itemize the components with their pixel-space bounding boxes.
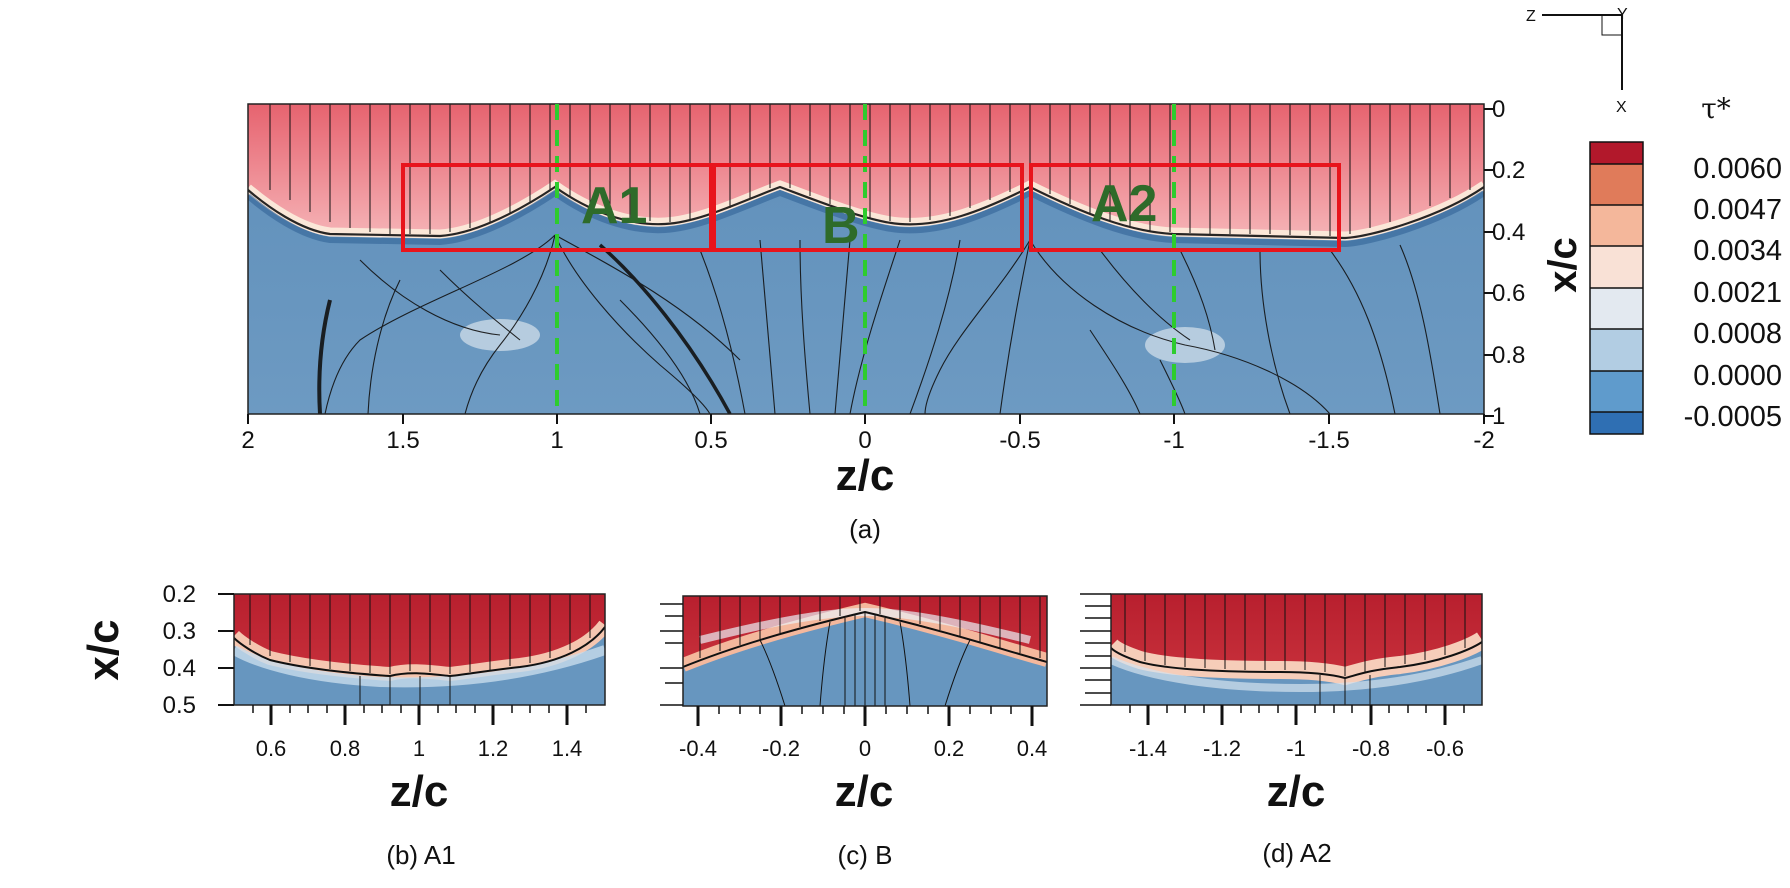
legend-swatch: [1590, 205, 1643, 246]
panel-c-xtick: 0: [859, 736, 871, 761]
panel-d-xtick: -0.6: [1426, 736, 1464, 761]
panel-b-ylabel: x/c: [79, 619, 128, 680]
panel-b-ytick: 0.4: [163, 655, 196, 682]
orientation-y-label: Y: [1617, 6, 1628, 23]
region-label-b: B: [822, 197, 860, 255]
panel-a-ytick: 1: [1492, 403, 1505, 430]
panel-a-xtick: -0.5: [999, 427, 1040, 454]
panel-d-xtick: -1.4: [1129, 736, 1167, 761]
region-label-a1: A1: [581, 177, 647, 235]
panel-b-xtick: 0.6: [256, 736, 287, 761]
panel-a-region-boxes: [401, 163, 1341, 252]
orientation-x-label: X: [1616, 99, 1627, 116]
legend-value: 0.0008: [1693, 318, 1782, 350]
panel-a-xtick: -1.5: [1308, 427, 1349, 454]
panel-a-ytick: 0.4: [1492, 219, 1525, 246]
panel-a: A1 B A2 0 0.2 0.4 0.6 0.8 1 x/c 2 1.5 1 …: [241, 96, 1585, 544]
panel-b-xtick: 1: [413, 736, 425, 761]
panel-a-ytick: 0: [1492, 96, 1505, 123]
legend-value: 0.0034: [1693, 235, 1782, 267]
orientation-z-label: Z: [1526, 8, 1536, 25]
panel-a-xlabel: z/c: [836, 451, 895, 500]
panel-c: -0.4 -0.2 0 0.2 0.4 z/c (c) B: [660, 595, 1048, 870]
panel-c-xtick: -0.2: [762, 736, 800, 761]
panel-b-xlabel: z/c: [390, 767, 449, 816]
panel-b-ytick: 0.2: [163, 581, 196, 608]
panel-a-xtick: 1: [550, 427, 563, 454]
region-box-b: [712, 163, 1024, 252]
region-box-a2: [1029, 163, 1341, 252]
panel-a-xtick: 0: [858, 427, 871, 454]
legend-value: 0.0060: [1693, 153, 1782, 185]
panel-b-xtick: 0.8: [330, 736, 361, 761]
legend-value: 0.0000: [1693, 360, 1782, 392]
legend-swatch: [1590, 288, 1643, 329]
panel-c-xtick: 0.2: [934, 736, 965, 761]
panel-a-xtick: -2: [1473, 427, 1494, 454]
panel-a-xtick: 0.5: [694, 427, 727, 454]
panel-c-caption: (c) B: [838, 840, 893, 870]
panel-d-xlabel: z/c: [1267, 767, 1326, 816]
legend-swatch: [1590, 142, 1643, 164]
panel-b-xtick: 1.4: [552, 736, 583, 761]
panel-a-x-ticks: [247, 414, 1485, 424]
colorbar-legend: τ* 0.0060 0.0047 0.0034 0.0021 0.0008 0.…: [1589, 92, 1782, 435]
legend-value: 0.0047: [1693, 194, 1782, 226]
panel-a-xtick: -1: [1163, 427, 1184, 454]
panel-a-ylabel: x/c: [1541, 237, 1585, 293]
legend-swatch: [1590, 164, 1643, 205]
legend-swatch: [1590, 371, 1643, 412]
orientation-axes-icon: Z Y X: [1526, 6, 1628, 116]
legend-swatch: [1590, 412, 1643, 434]
region-box-a1: [401, 163, 713, 252]
panel-c-xtick: 0.4: [1017, 736, 1048, 761]
legend-swatch: [1590, 246, 1643, 288]
legend-value: 0.0021: [1693, 277, 1782, 309]
panel-a-xtick: 1.5: [386, 427, 419, 454]
panel-a-ytick: 0.2: [1492, 157, 1525, 184]
panel-b: 0.2 0.3 0.4 0.5 x/c 0.6 0.8 1 1.2 1.4 z/…: [79, 581, 606, 870]
panel-a-caption: (a): [849, 514, 881, 544]
panel-a-xtick: 2: [241, 427, 254, 454]
panel-b-xtick: 1.2: [478, 736, 509, 761]
panel-c-xlabel: z/c: [835, 767, 894, 816]
panel-b-ytick: 0.3: [163, 618, 196, 645]
panel-c-xtick: -0.4: [679, 736, 717, 761]
legend-title: τ*: [1701, 92, 1731, 125]
region-label-a2: A2: [1091, 175, 1157, 233]
panel-b-caption: (b) A1: [386, 840, 455, 870]
panel-d-xtick: -0.8: [1352, 736, 1390, 761]
panel-b-ytick: 0.5: [163, 692, 196, 719]
panel-d-caption: (d) A2: [1262, 838, 1331, 868]
panel-d-xtick: -1: [1286, 736, 1306, 761]
legend-value: -0.0005: [1684, 401, 1782, 433]
panel-d: -1.4 -1.2 -1 -0.8 -0.6 z/c (d) A2: [1080, 593, 1483, 868]
panel-a-y-ticks: [1484, 108, 1494, 417]
panel-d-xtick: -1.2: [1203, 736, 1241, 761]
legend-swatch: [1590, 329, 1643, 371]
panel-a-ytick: 0.6: [1492, 280, 1525, 307]
panel-a-ytick: 0.8: [1492, 342, 1525, 369]
